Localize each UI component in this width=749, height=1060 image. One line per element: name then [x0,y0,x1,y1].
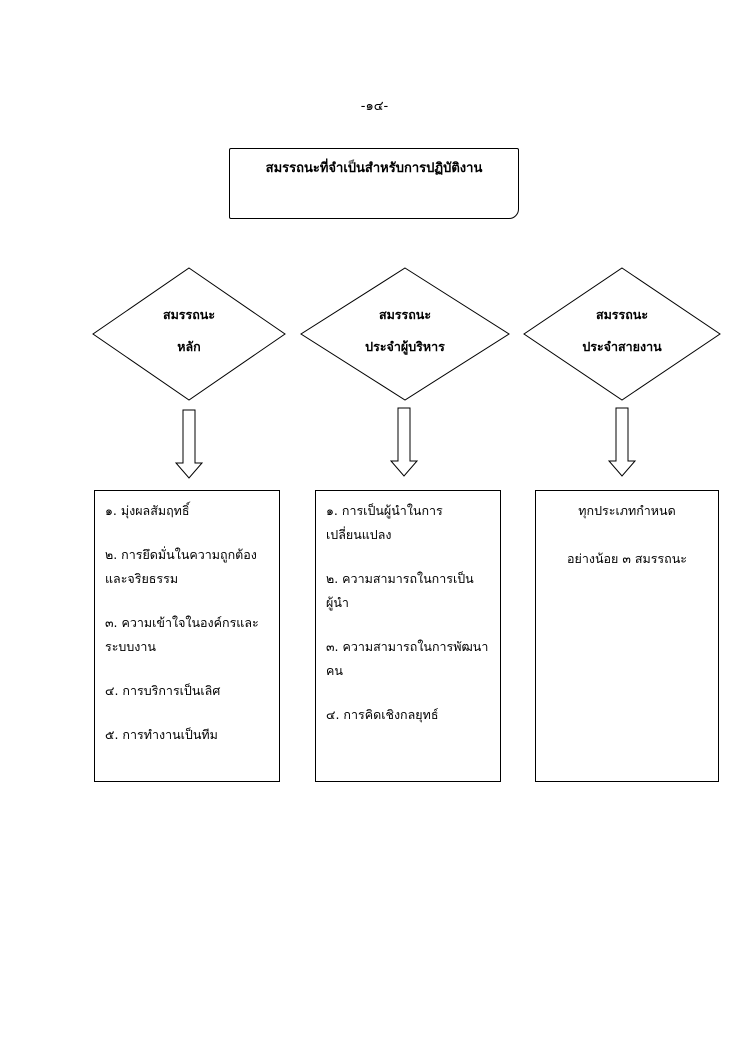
title-box: สมรรถนะที่จำเป็นสำหรับการปฏิบัติงาน [229,148,519,219]
functional-label-line2: ประจำสายงาน [582,339,662,354]
list-item: ๓. ความสามารถในการพัฒนาคน [326,639,489,678]
functional-label-line1: สมรรถนะ [595,307,649,322]
functional-text-line2: อย่างน้อย ๓ สมรรถนะ [567,551,687,566]
diamond-core-label: สมรรถนะ หลัก [139,306,239,356]
list-item: ๕. การทำงานเป็นทีม [105,727,218,742]
diagram-title: สมรรถนะที่จำเป็นสำหรับการปฏิบัติงาน [265,161,483,176]
list-item: ๑. มุ่งผลสัมฤทธิ์ [105,503,190,518]
arrow-down-icon [174,409,204,479]
functional-text-line1: ทุกประเภทกำหนด [578,503,676,518]
diamond-core [92,267,286,401]
core-label-line1: สมรรถนะ [162,307,216,322]
list-item: ๓. ความเข้าใจในองค์กรและระบบงาน [105,615,259,654]
core-label-line2: หลัก [177,339,201,354]
diamond-functional-label: สมรรถนะ ประจำสายงาน [562,306,682,356]
arrow-down-icon [607,407,637,477]
functional-competency-box: ทุกประเภทกำหนด อย่างน้อย ๓ สมรรถนะ [535,490,719,782]
diamond-executive [300,267,510,401]
executive-label-line1: สมรรถนะ [378,307,432,322]
list-item: ๒. การยึดมั่นในความถูกต้องและจริยธรรม [105,547,257,586]
diamond-executive-label: สมรรถนะ ประจำผู้บริหาร [335,306,475,356]
page-number: -๑๔- [360,99,389,114]
core-competency-box: ๑. มุ่งผลสัมฤทธิ์ ๒. การยึดมั่นในความถูก… [94,490,280,782]
executive-competency-box: ๑. การเป็นผู้นำในการเปลี่ยนแปลง ๒. ความส… [315,490,501,782]
arrow-down-icon [389,407,419,477]
list-item: ๔. การคิดเชิงกลยุทธ์ [326,707,439,722]
executive-label-line2: ประจำผู้บริหาร [365,339,445,354]
list-item: ๑. การเป็นผู้นำในการเปลี่ยนแปลง [326,503,443,542]
diamond-functional [523,267,721,401]
list-item: ๔. การบริการเป็นเลิศ [105,683,221,698]
list-item: ๒. ความสามารถในการเป็นผู้นำ [326,571,474,610]
